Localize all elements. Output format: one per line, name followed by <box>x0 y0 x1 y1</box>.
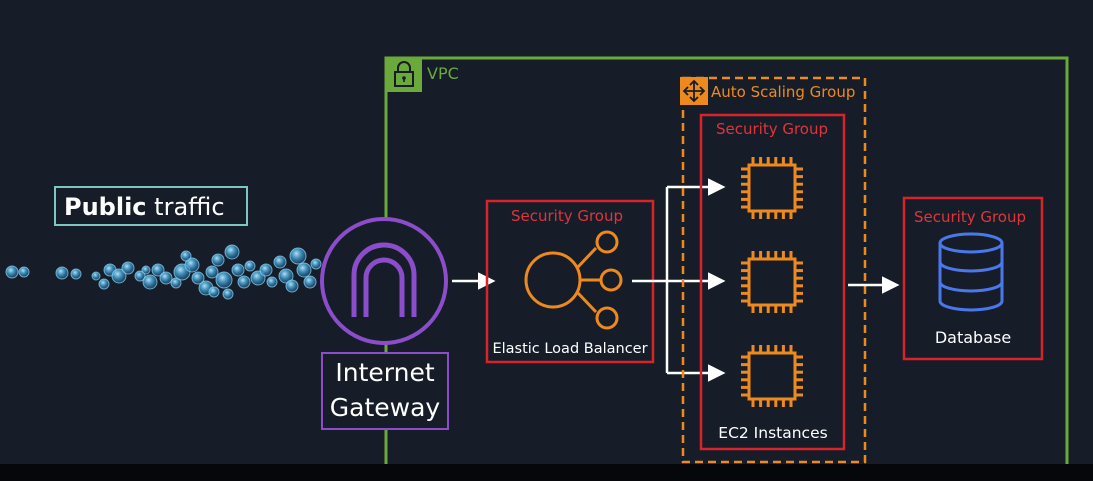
traffic-bubble <box>278 268 294 284</box>
auto-scaling-label: Auto Scaling Group <box>711 83 855 101</box>
traffic-bubble <box>98 278 110 290</box>
ec2-chip-icon <box>741 251 803 313</box>
traffic-bubble <box>205 265 219 279</box>
traffic-bubble <box>159 271 173 285</box>
load-balancer-icon <box>524 230 623 330</box>
traffic-bubble <box>237 275 251 289</box>
internet-gateway: Internet Gateway <box>320 217 449 430</box>
elb-label: Elastic Load Balancer <box>492 341 647 357</box>
gateway-label-box <box>321 352 449 430</box>
public-traffic-label: Public traffic <box>54 186 248 226</box>
traffic-bubble <box>111 268 127 284</box>
auto-scaling-icon <box>682 79 706 103</box>
svg-text:Public traffic: Public traffic <box>64 193 225 221</box>
traffic-bubble <box>231 263 245 277</box>
traffic-bubble <box>191 271 205 285</box>
traffic-bubble <box>244 260 256 272</box>
traffic-bubble <box>184 257 200 273</box>
traffic-bubble <box>303 275 317 289</box>
traffic-bubble <box>222 288 234 300</box>
traffic-bubble <box>121 261 135 275</box>
traffic-bubble <box>296 262 312 278</box>
traffic-bubble <box>215 271 233 289</box>
bottom-bar <box>0 464 1093 481</box>
traffic-bubble <box>259 263 273 277</box>
database-icon <box>938 232 1004 312</box>
gateway-label-line2: Gateway <box>330 393 441 422</box>
gateway-label-line1: Internet <box>335 358 434 387</box>
traffic-bubble <box>224 244 240 260</box>
traffic-bubbles <box>5 244 322 300</box>
traffic-bubble <box>55 266 69 280</box>
traffic-bubble <box>91 271 101 281</box>
ec2-label: EC2 Instances <box>718 424 827 442</box>
vpc-label: VPC <box>427 64 459 83</box>
traffic-bubble <box>266 276 278 288</box>
traffic-bubble <box>70 268 82 280</box>
ec2-chip-icon <box>741 345 803 407</box>
traffic-bubble <box>208 286 220 298</box>
traffic-bubble <box>5 265 19 279</box>
traffic-bubble <box>151 263 165 277</box>
database-security-group-label: Security Group <box>914 208 1026 226</box>
fanout-arrows <box>632 178 726 382</box>
public-traffic-rest: traffic <box>147 193 225 221</box>
traffic-bubble <box>142 274 158 290</box>
ec2-security-group: Security Group EC2 Instances <box>699 113 846 451</box>
gateway-circle <box>320 217 448 345</box>
elb-security-group-label: Security Group <box>511 207 623 225</box>
traffic-bubble <box>289 247 307 265</box>
auto-scaling-group: Auto Scaling Group <box>680 76 867 464</box>
traffic-bubble <box>310 258 322 270</box>
traffic-bubble <box>18 266 30 278</box>
traffic-bubble <box>134 270 146 282</box>
traffic-bubble <box>180 250 192 262</box>
gateway-arch-icon <box>351 242 417 317</box>
traffic-bubble <box>273 255 287 269</box>
database-label: Database <box>935 328 1011 347</box>
ec2-chip-icon <box>741 157 803 219</box>
traffic-bubble <box>285 279 299 293</box>
traffic-bubble <box>141 265 151 275</box>
public-traffic-bold: Public <box>64 193 147 221</box>
lock-icon <box>394 61 414 87</box>
database-security-group: Security Group Database <box>902 196 1044 361</box>
traffic-bubble <box>211 253 225 267</box>
ec2-security-group-label: Security Group <box>716 120 828 138</box>
elb-security-group: Security Group Elastic Load Balancer <box>485 199 655 364</box>
